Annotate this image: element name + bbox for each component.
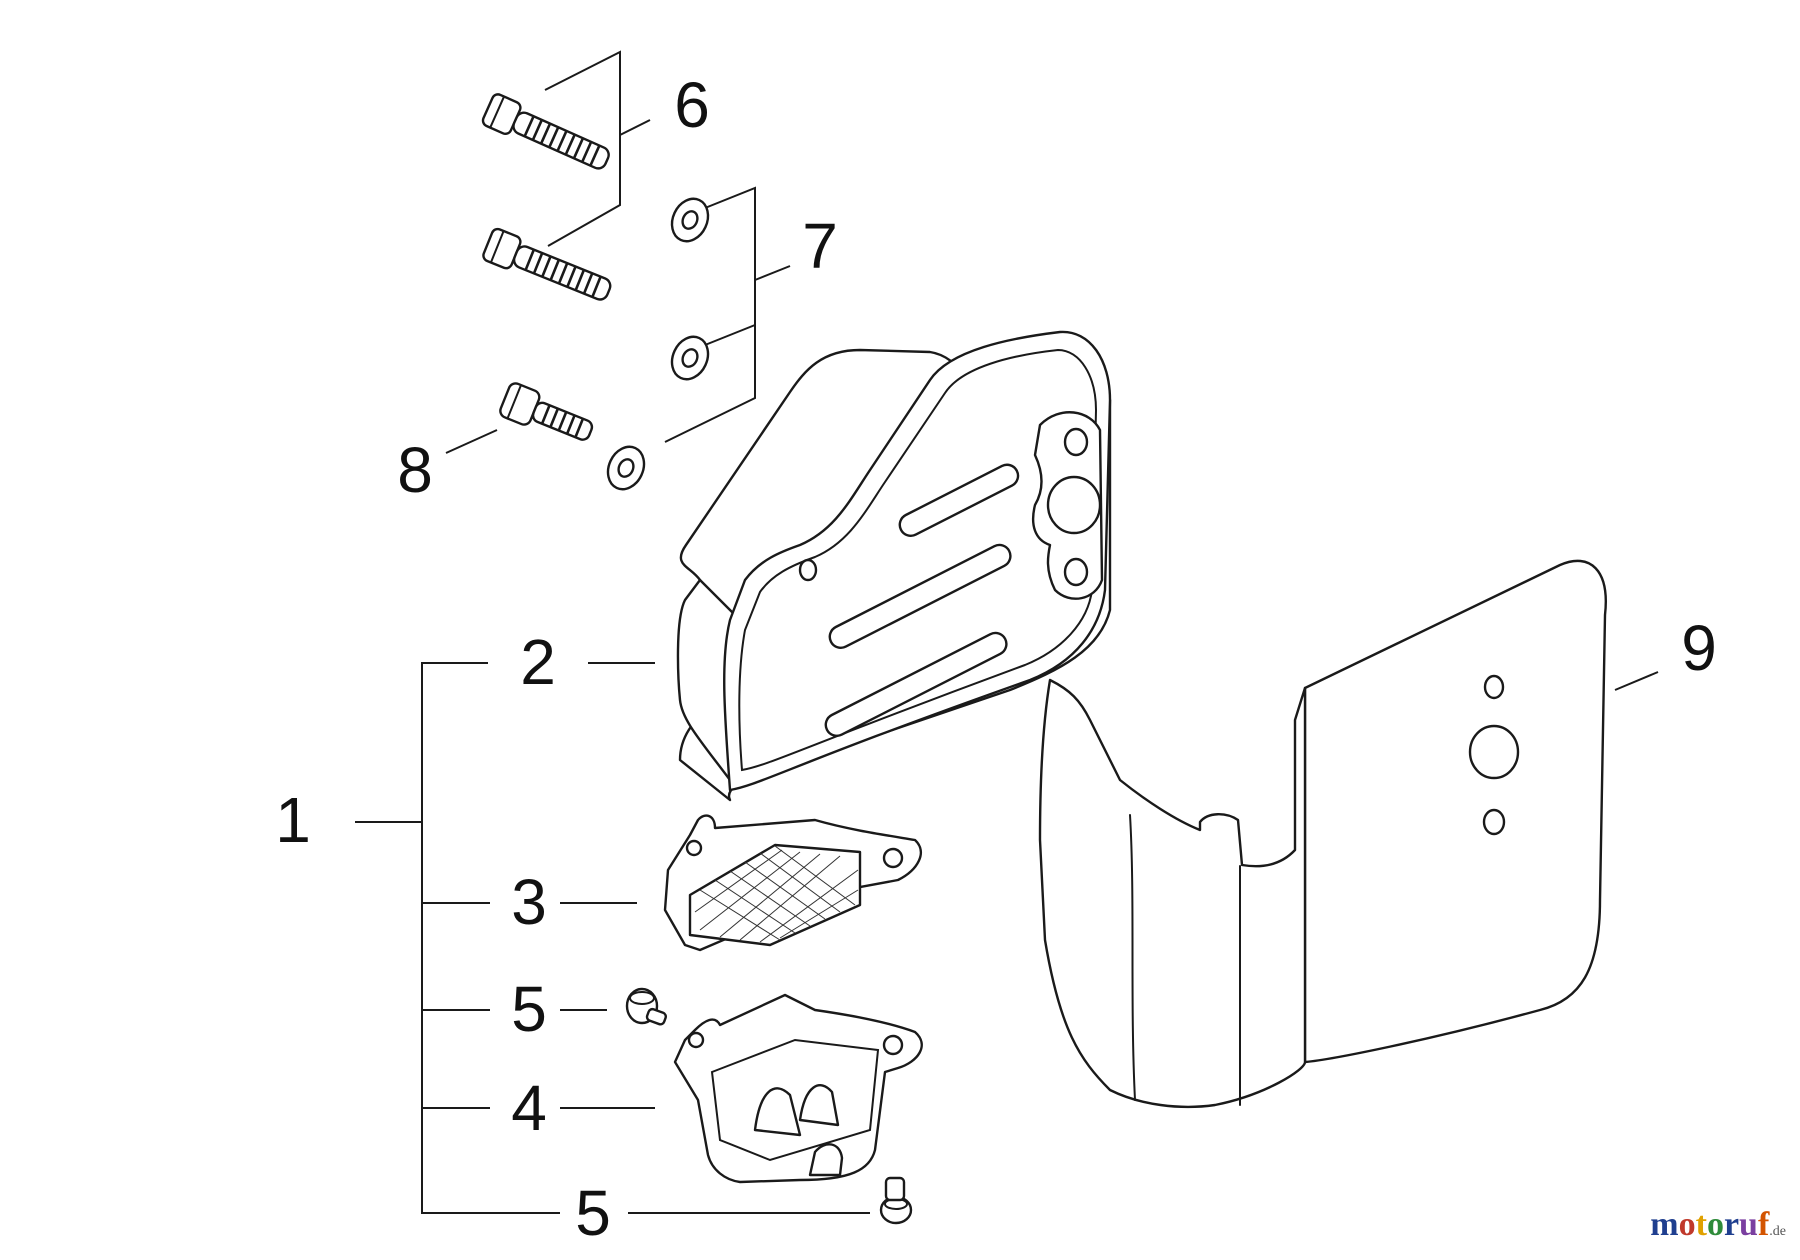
callout-6: 6 <box>674 69 710 141</box>
part-4-cover <box>673 993 923 1184</box>
screen-mesh <box>694 845 859 943</box>
part-7-washers <box>606 197 710 491</box>
washer-1 <box>670 197 710 243</box>
watermark-letter: r <box>1723 1206 1740 1243</box>
screen-mesh-area <box>688 843 862 947</box>
part-5-screw-lower <box>879 1176 913 1225</box>
callout-3: 3 <box>511 866 547 938</box>
callout-labels: 1 2 3 4 5 5 6 7 8 9 <box>275 69 1717 1249</box>
watermark-letter: o <box>1678 1206 1696 1243</box>
callout-5-upper: 5 <box>511 973 547 1045</box>
part-8-short-bolt <box>499 382 594 441</box>
callout-8: 8 <box>397 434 433 506</box>
watermark-letter: o <box>1706 1206 1724 1243</box>
washer-2 <box>670 335 710 381</box>
bolt-upper <box>481 93 610 170</box>
cover-notch-2 <box>798 1084 840 1127</box>
leader-9 <box>1614 671 1659 691</box>
shield-wrap <box>1038 678 1307 1109</box>
leader-lines <box>355 50 1659 1214</box>
bolt-lower <box>482 227 612 301</box>
cover-body <box>673 993 923 1184</box>
leader-7-mid <box>704 324 756 346</box>
watermark-suffix: .de <box>1769 1224 1786 1239</box>
leader-7 <box>754 265 791 281</box>
part-9-heat-shield <box>1038 559 1607 1109</box>
washer-3 <box>606 445 646 491</box>
callout-4: 4 <box>511 1072 547 1144</box>
muffler-side-hole <box>798 558 818 582</box>
part-3-screen <box>663 814 922 952</box>
muffler-bolt-hole-bottom <box>1063 557 1089 587</box>
part-6-bolts <box>481 93 612 301</box>
muffler-exhaust-port <box>1046 475 1102 535</box>
screen-hole-right <box>882 847 904 869</box>
muffler-slot-3 <box>824 631 1008 738</box>
motoruf-watermark-logo: motoruf.de <box>1650 1206 1786 1244</box>
muffler-bolt-hole-top <box>1063 427 1089 457</box>
watermark-letter: m <box>1650 1206 1679 1243</box>
muffler-slot-1 <box>898 463 1020 538</box>
shield-hole-bottom <box>1482 808 1506 836</box>
cover-hole-left <box>687 1031 705 1049</box>
cover-cavity <box>710 1038 880 1162</box>
watermark-letter: f <box>1757 1206 1770 1243</box>
muffler-flange-inner <box>738 348 1098 772</box>
cover-hole-right <box>882 1034 904 1056</box>
muffler-slot-2 <box>828 543 1012 650</box>
shield-hole-center <box>1468 724 1520 780</box>
shield-fold-2 <box>1129 814 1136 1101</box>
callout-1: 1 <box>275 784 311 856</box>
part-5-screw-upper <box>625 987 667 1026</box>
leader-7-bracket <box>664 186 756 443</box>
callout-5-lower: 5 <box>575 1177 611 1249</box>
muffler-flange-outer <box>723 330 1112 792</box>
leader-6-bracket <box>544 50 621 247</box>
leader-8 <box>445 429 498 454</box>
cover-notch-1 <box>753 1087 802 1137</box>
shield-back-plate <box>1303 559 1607 1064</box>
part-2-muffler-body <box>676 330 1112 802</box>
watermark-letter: t <box>1695 1206 1707 1243</box>
callout-9: 9 <box>1681 612 1717 684</box>
callout-2: 2 <box>520 626 556 698</box>
leader-1-bracket <box>421 662 560 1214</box>
watermark-letter: u <box>1739 1206 1758 1243</box>
screen-hole-left <box>685 839 703 857</box>
leader-6 <box>619 119 651 136</box>
shield-hole-top <box>1483 674 1505 700</box>
callout-7: 7 <box>802 210 838 282</box>
cover-notch-3 <box>808 1143 844 1177</box>
